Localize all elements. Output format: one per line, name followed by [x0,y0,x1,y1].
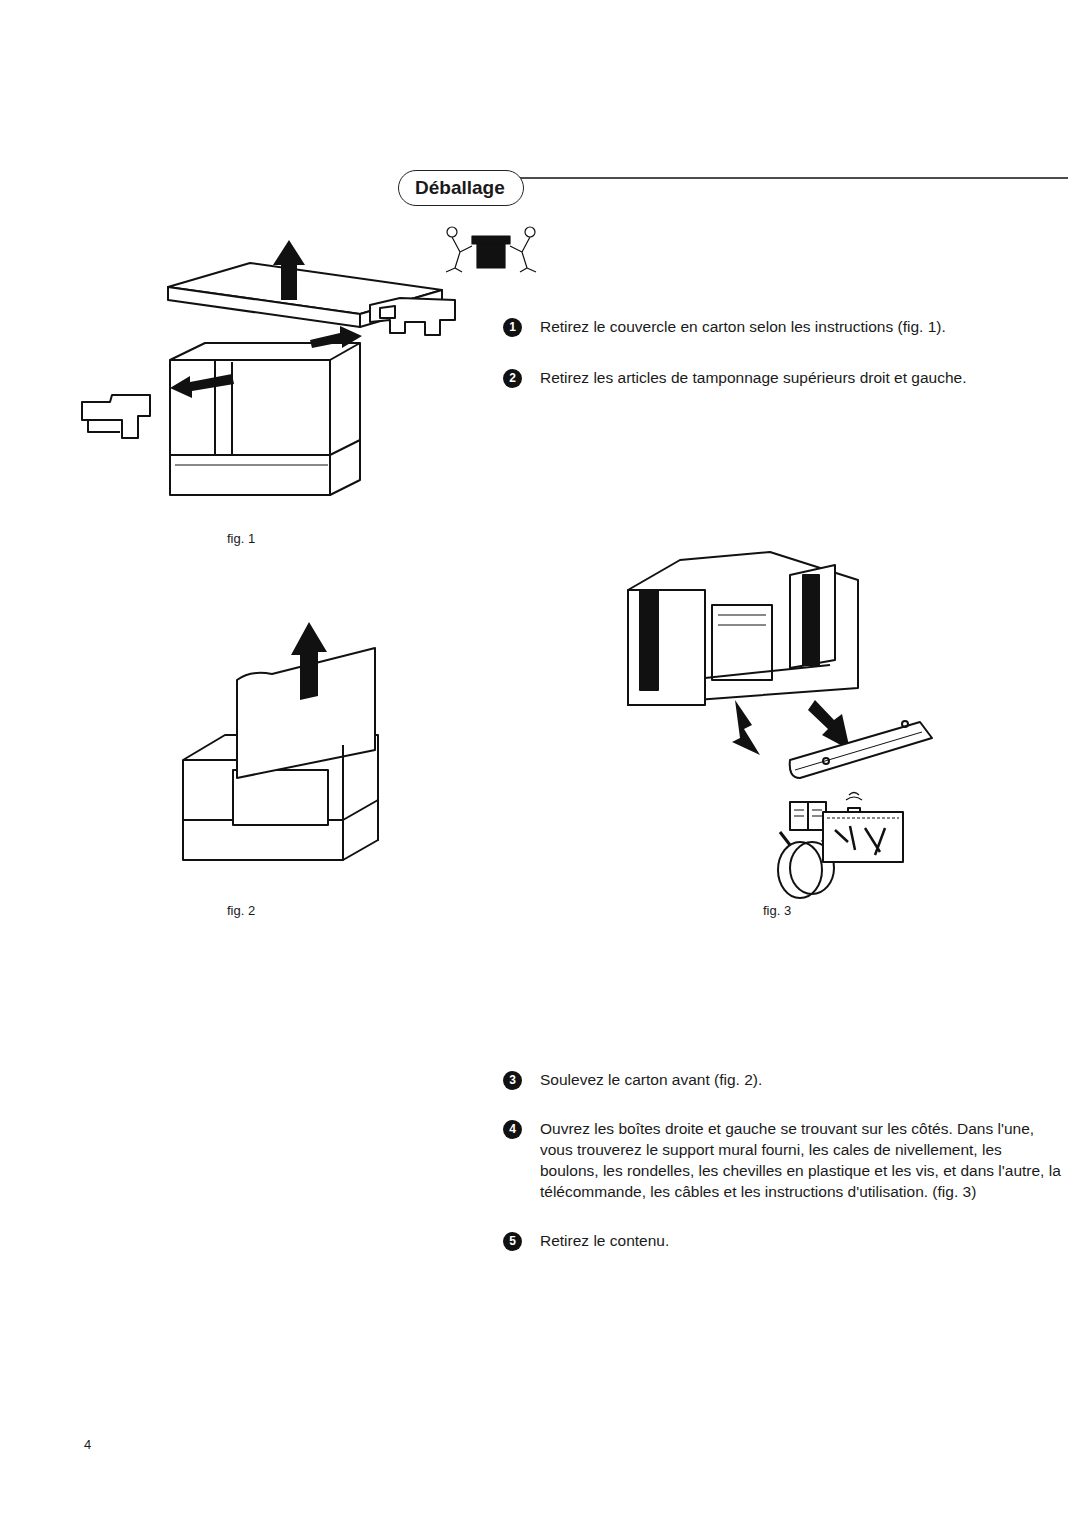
step-number: 4 [503,1120,522,1139]
step-text: Retirez le contenu. [540,1230,1070,1251]
step-number: 5 [503,1232,522,1251]
step-number: 3 [503,1071,522,1090]
step-number: 2 [503,369,522,388]
fig1-drawing [82,240,455,495]
section-heading: Déballage [415,177,505,198]
heading-pill: Déballage [398,170,524,206]
heading-rule [518,177,1068,179]
fig3-drawing [628,552,932,898]
step-text: Ouvrez les boîtes droite et gauche se tr… [540,1118,1064,1202]
page-number: 4 [84,1437,91,1453]
carry-icon [446,227,536,272]
figure-label: fig. 3 [763,903,791,919]
step-text: Soulevez le carton avant (fig. 2). [540,1069,1070,1090]
step-text: Retirez les articles de tamponnage supér… [540,367,1070,388]
step-number: 1 [503,318,522,337]
step-text: Retirez le couvercle en carton selon les… [540,316,1070,337]
figure-label: fig. 1 [227,531,255,547]
figure-label: fig. 2 [227,903,255,919]
fig2-drawing [183,622,378,860]
